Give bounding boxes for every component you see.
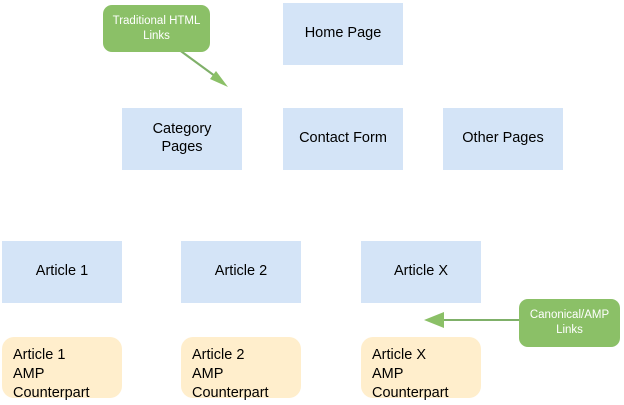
node-article-x-amp-counterpart[interactable]: Article X AMP Counterpart xyxy=(361,337,481,401)
node-article-2[interactable]: Article 2 xyxy=(181,241,301,303)
callout-canonical-amp-links[interactable]: Canonical/AMP Links xyxy=(519,299,620,347)
node-other-pages[interactable]: Other Pages xyxy=(443,108,563,170)
arrow-canonical-amp-links xyxy=(424,312,521,328)
node-article-2-amp-counterpart[interactable]: Article 2 AMP Counterpart xyxy=(181,337,301,401)
callout-traditional-html-links[interactable]: Traditional HTML Links xyxy=(103,5,210,52)
node-category-pages[interactable]: Category Pages xyxy=(122,108,242,170)
arrow-traditional-html-links xyxy=(176,47,228,87)
node-article-1[interactable]: Article 1 xyxy=(2,241,122,303)
node-contact-form[interactable]: Contact Form xyxy=(283,108,403,170)
node-article-x[interactable]: Article X xyxy=(361,241,481,303)
node-home-page[interactable]: Home Page xyxy=(283,3,403,65)
node-article-1-amp-counterpart[interactable]: Article 1 AMP Counterpart xyxy=(2,337,122,401)
